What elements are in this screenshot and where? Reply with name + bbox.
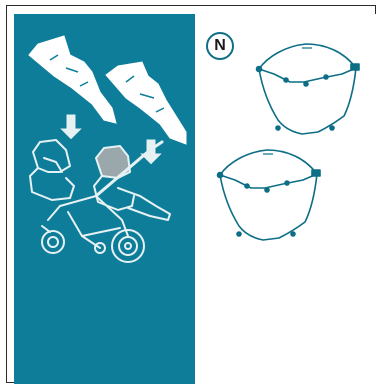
canopy-2-icon (106, 62, 186, 144)
canopy-frame-top-icon (257, 44, 360, 134)
canopy-frame-bottom-icon (218, 150, 321, 240)
canopy-1-icon (29, 36, 116, 123)
